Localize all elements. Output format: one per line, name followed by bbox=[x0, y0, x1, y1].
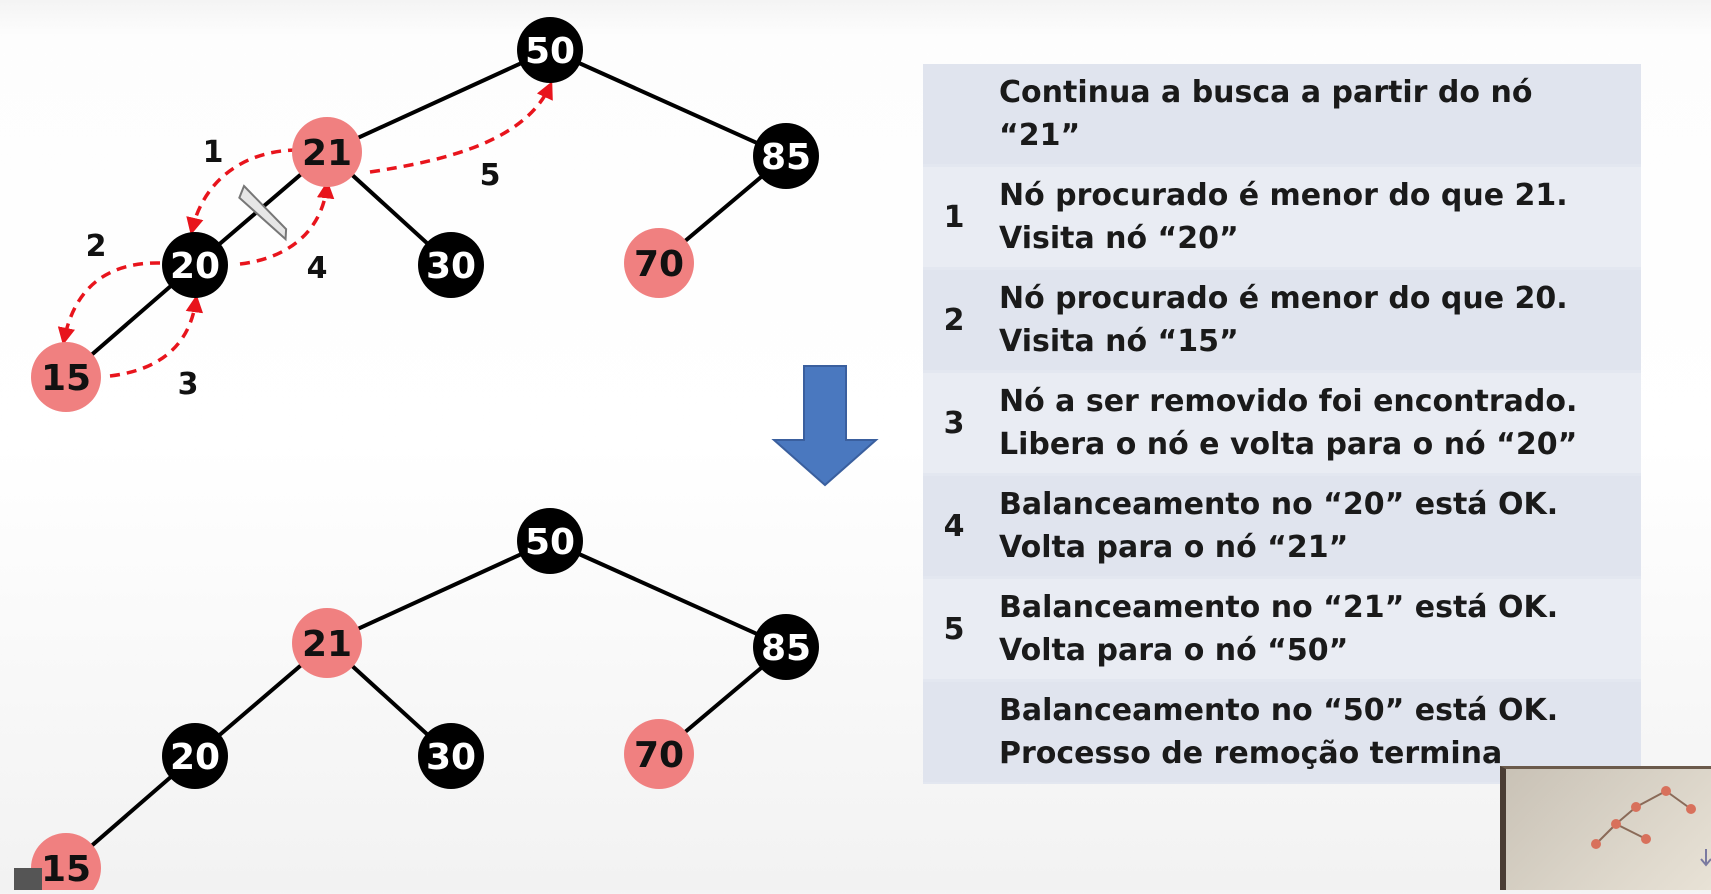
table-row: Balanceamento no “50” está OK. Processo … bbox=[923, 682, 1641, 782]
table-row: 3 Nó a ser removido foi encontrado. Libe… bbox=[923, 373, 1641, 473]
tree-node: 20 bbox=[162, 232, 228, 298]
steps-table: Continua a busca a partir do nó “21” 1 N… bbox=[923, 64, 1641, 784]
tree-node: 85 bbox=[753, 614, 819, 680]
top-tree: 1 2 3 4 5 50 21 85 20 30 70 bbox=[31, 17, 819, 412]
node-label: 85 bbox=[761, 137, 811, 178]
node-label: 50 bbox=[525, 522, 575, 563]
tree-node: 15 bbox=[31, 833, 101, 890]
step-description: Balanceamento no “50” está OK. Processo … bbox=[999, 693, 1559, 771]
step-number: 2 bbox=[943, 302, 965, 338]
tree-node: 21 bbox=[292, 117, 362, 187]
top-tree-edges bbox=[64, 48, 788, 379]
traversal-arrows bbox=[57, 81, 553, 378]
edge-50-21 bbox=[326, 539, 551, 645]
tree-node: 30 bbox=[418, 723, 484, 789]
arrow-step-5 bbox=[369, 81, 553, 174]
tree-node: 70 bbox=[624, 228, 694, 298]
tree-node: 30 bbox=[418, 232, 484, 298]
node-label: 70 bbox=[634, 244, 684, 285]
corner-block bbox=[14, 868, 42, 890]
presenter-video-inset bbox=[1500, 766, 1711, 890]
node-label: 50 bbox=[525, 31, 575, 72]
table-row: 1 Nó procurado é menor do que 21. Visita… bbox=[923, 167, 1641, 267]
tree-node: 21 bbox=[292, 608, 362, 678]
node-label: 85 bbox=[761, 628, 811, 669]
tree-node: 70 bbox=[624, 719, 694, 789]
node-label: 21 bbox=[302, 133, 352, 174]
table-row: Continua a busca a partir do nó “21” bbox=[923, 64, 1641, 164]
edge-50-85 bbox=[549, 539, 787, 649]
bottom-tree-edges bbox=[64, 539, 788, 870]
arrow-step-2 bbox=[57, 261, 161, 346]
step-label-1: 1 bbox=[203, 135, 224, 170]
step-description: Nó a ser removido foi encontrado. Libera… bbox=[999, 384, 1578, 462]
table-row: 2 Nó procurado é menor do que 20. Visita… bbox=[923, 270, 1641, 370]
step-label-2: 2 bbox=[86, 229, 107, 264]
arrow-step-1 bbox=[186, 148, 299, 236]
tree-node: 50 bbox=[517, 17, 583, 83]
edge-50-85 bbox=[549, 48, 787, 158]
node-label: 30 bbox=[426, 246, 476, 287]
step-label-4: 4 bbox=[307, 251, 328, 286]
step-label-5: 5 bbox=[480, 158, 501, 193]
step-description: Balanceamento no “21” está OK. Volta par… bbox=[999, 590, 1559, 668]
step-number: 3 bbox=[943, 405, 965, 441]
step-description: Continua a busca a partir do nó “21” bbox=[999, 75, 1533, 153]
step-number: 1 bbox=[943, 199, 965, 235]
step-description: Nó procurado é menor do que 20. Visita n… bbox=[999, 281, 1568, 359]
node-label: 20 bbox=[170, 246, 220, 287]
node-label: 70 bbox=[634, 735, 684, 776]
arrow-step-3 bbox=[109, 294, 204, 378]
node-label: 15 bbox=[41, 849, 91, 890]
tree-node: 20 bbox=[162, 723, 228, 789]
node-label: 30 bbox=[426, 737, 476, 778]
step-label-3: 3 bbox=[178, 367, 199, 402]
node-label: 20 bbox=[170, 737, 220, 778]
edge-50-21 bbox=[326, 48, 551, 154]
table-row: 4 Balanceamento no “20” está OK. Volta p… bbox=[923, 476, 1641, 576]
step-description: Balanceamento no “20” está OK. Volta par… bbox=[999, 487, 1559, 565]
node-label: 21 bbox=[302, 624, 352, 665]
bottom-tree: 50 21 85 20 30 70 15 bbox=[31, 508, 819, 890]
step-number: 5 bbox=[943, 611, 965, 647]
node-label: 15 bbox=[41, 358, 91, 399]
tree-node: 50 bbox=[517, 508, 583, 574]
thumbnail-tree-icon bbox=[1591, 786, 1711, 867]
down-arrow-icon bbox=[771, 365, 879, 487]
pen-cursor-icon bbox=[238, 184, 288, 242]
tree-node: 85 bbox=[753, 123, 819, 189]
step-description: Nó procurado é menor do que 21. Visita n… bbox=[999, 178, 1568, 256]
step-number: 4 bbox=[943, 508, 965, 544]
table-row: 5 Balanceamento no “21” está OK. Volta p… bbox=[923, 579, 1641, 679]
tree-node: 15 bbox=[31, 342, 101, 412]
